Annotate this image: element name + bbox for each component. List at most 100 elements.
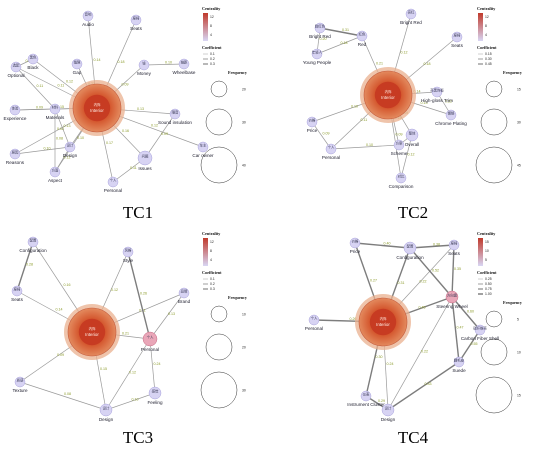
centrality-tick: 8 xyxy=(210,24,212,28)
edge-personal-design xyxy=(105,338,151,411)
node-label: Materials xyxy=(46,115,65,120)
legend-centrality-title: Centrality xyxy=(477,6,496,11)
edge-weight-label: 0.14 xyxy=(414,90,421,94)
node-cjk-label: 内饰 xyxy=(94,102,101,107)
edge-weight-label: 0.21 xyxy=(376,62,383,66)
panel-title: TC1 xyxy=(123,203,153,222)
legend-frequency-title: Frequency xyxy=(503,70,523,75)
frequency-circle xyxy=(475,146,513,184)
edge-weight-label: 0.10 xyxy=(165,61,172,65)
node-cjk-label: 方向盘 xyxy=(447,293,458,298)
edge-weight-label: 0.13 xyxy=(64,124,71,128)
node-label: Interior xyxy=(376,322,390,327)
frequency-tick: 30 xyxy=(517,121,521,125)
coefficient-tick: 0.30 xyxy=(485,57,492,61)
node-label: Seats xyxy=(451,43,463,48)
edge-young-red xyxy=(316,35,363,55)
node-cjk-label: 亮黑饰板 xyxy=(430,88,444,93)
node-cjk-label: 整体 xyxy=(409,131,416,136)
node-cjk-label: 个人 xyxy=(311,316,318,321)
edge-config-steering xyxy=(409,247,453,298)
node-cjk-label: 鲜红色 xyxy=(315,24,326,29)
centrality-tick: 10 xyxy=(485,249,489,253)
node-cjk-label: 设计 xyxy=(385,406,392,411)
edge-weight-label: 0.21 xyxy=(122,332,129,336)
coefficient-tick: 1.00 xyxy=(485,292,492,296)
edge-weight-label: 0.22 xyxy=(421,350,428,354)
node-label: Personal xyxy=(104,188,122,193)
node-label: Bright Red xyxy=(309,34,331,39)
node-label: Car owner xyxy=(192,153,214,158)
edge-weight-label: 0.20 xyxy=(320,37,327,41)
centrality-colorbar xyxy=(203,13,208,41)
frequency-circle xyxy=(200,371,238,409)
edge-weight-label: 0.47 xyxy=(457,326,464,330)
node-cjk-label: 红色 xyxy=(359,32,366,37)
panel-title: TC4 xyxy=(398,428,429,447)
node-cjk-label: 配置 xyxy=(407,244,414,249)
edge-optional-materials xyxy=(15,66,56,110)
edge-weight-label: 0.10 xyxy=(366,143,373,147)
panel-tc1: 0.140.180.120.210.090.110.150.220.130.12… xyxy=(4,6,248,222)
edge-weight-label: 0.09 xyxy=(396,133,403,137)
edge-style-personal xyxy=(127,251,151,340)
legend-coefficient-title: Coefficient xyxy=(202,45,222,50)
coefficient-tick: 0.15 xyxy=(485,52,492,56)
frequency-tick: 10 xyxy=(242,313,246,317)
edge-weight-label: 0.14 xyxy=(56,308,63,312)
node-cjk-label: 材料 xyxy=(52,105,59,110)
node-label: Scheme xyxy=(391,151,408,156)
node-cjk-label: 个人 xyxy=(328,145,335,150)
edge-weight-label: 0.55 xyxy=(471,342,478,346)
panel-title: TC3 xyxy=(123,428,153,447)
node-label: Audio xyxy=(82,22,94,27)
node-cjk-label: 音响 xyxy=(85,12,92,17)
node-cjk-label: 对比 xyxy=(398,174,405,179)
centrality-tick: 12 xyxy=(210,240,214,244)
node-label: Suede xyxy=(452,368,466,373)
edge-weight-label: 0.24 xyxy=(154,362,161,366)
edge-weight-label: 0.11 xyxy=(58,84,65,88)
edge-weight-label: 0.12 xyxy=(111,288,118,292)
node-label: Seats xyxy=(130,26,142,31)
node-cjk-label: 座椅 xyxy=(14,287,21,292)
edge-weight-label: 0.09 xyxy=(57,353,64,357)
coefficient-tick: 0.25 xyxy=(485,277,492,281)
node-label: Bright Red xyxy=(400,20,422,25)
node-cjk-label: 翻毛皮 xyxy=(454,358,465,363)
node-cjk-label: 设计 xyxy=(67,143,74,148)
edge-weight-label: 0.12 xyxy=(64,156,71,160)
legend-centrality-title: Centrality xyxy=(202,231,221,236)
centrality-colorbar xyxy=(478,238,483,266)
edge-weight-label: 0.24 xyxy=(387,362,394,366)
centrality-colorbar xyxy=(478,13,483,41)
node-cjk-label: 座椅 xyxy=(133,16,140,21)
node-cjk-label: 个人 xyxy=(147,335,154,340)
edge-weight-label: 0.31 xyxy=(398,281,405,285)
node-label: Personal xyxy=(141,347,159,352)
panel-title: TC2 xyxy=(398,203,428,222)
edge-weight-label: 0.13 xyxy=(421,101,428,105)
edge-materials-experience xyxy=(14,108,56,111)
centrality-tick: 4 xyxy=(210,33,212,37)
edge-weight-label: 0.26 xyxy=(350,317,357,321)
frequency-circle xyxy=(210,80,228,98)
node-cjk-label: 座椅 xyxy=(454,33,461,38)
node-seats: 座椅 Seats xyxy=(451,31,464,48)
